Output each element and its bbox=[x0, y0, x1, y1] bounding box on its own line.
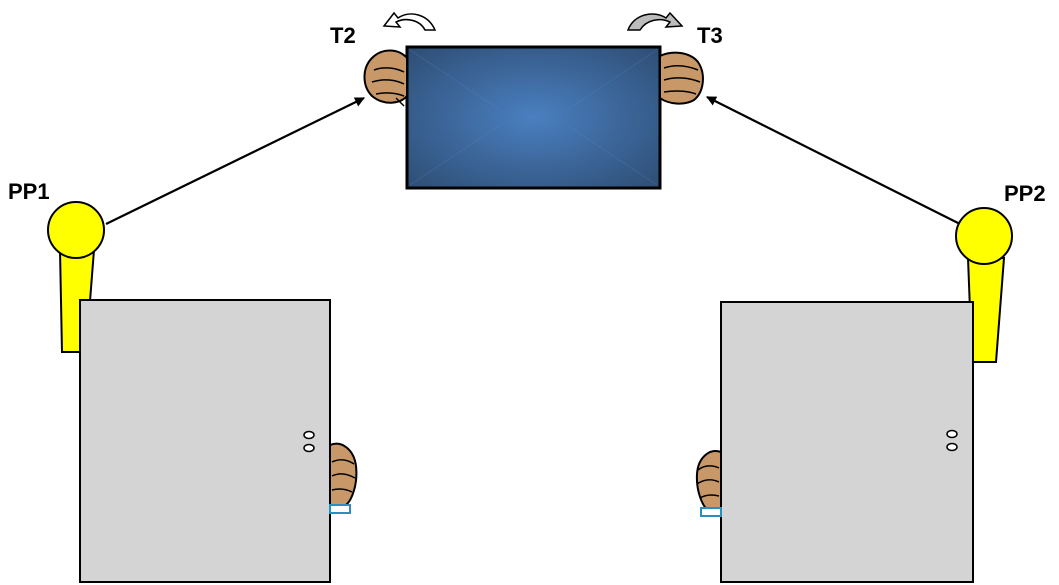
label-t3: T3 bbox=[697, 23, 723, 48]
right-door-hand-icon bbox=[695, 450, 722, 517]
left-door-hand-icon bbox=[329, 442, 358, 514]
right-door-panel bbox=[720, 301, 974, 583]
door-knob-bottom bbox=[303, 443, 315, 453]
person-pp2-icon bbox=[955, 207, 1013, 363]
screen-group: T2 T3 bbox=[330, 11, 723, 190]
label-pp2: PP2 bbox=[1004, 181, 1046, 206]
left-door-panel bbox=[79, 299, 331, 583]
screen-facets bbox=[409, 49, 658, 186]
right-hand-icon bbox=[659, 51, 704, 105]
rotation-arrow-left-icon bbox=[382, 11, 437, 31]
label-pp1: PP1 bbox=[8, 179, 50, 204]
label-t2: T2 bbox=[330, 23, 356, 48]
display-screen bbox=[405, 45, 662, 190]
door-knob-top bbox=[946, 429, 958, 439]
gaze-arrow-pp2 bbox=[706, 96, 965, 227]
door-knob-bottom bbox=[946, 442, 958, 452]
rotation-arrow-right-icon bbox=[626, 11, 684, 31]
door-knob-top bbox=[303, 430, 315, 440]
gaze-arrow-pp1 bbox=[105, 97, 365, 225]
left-hand-icon bbox=[363, 49, 408, 107]
